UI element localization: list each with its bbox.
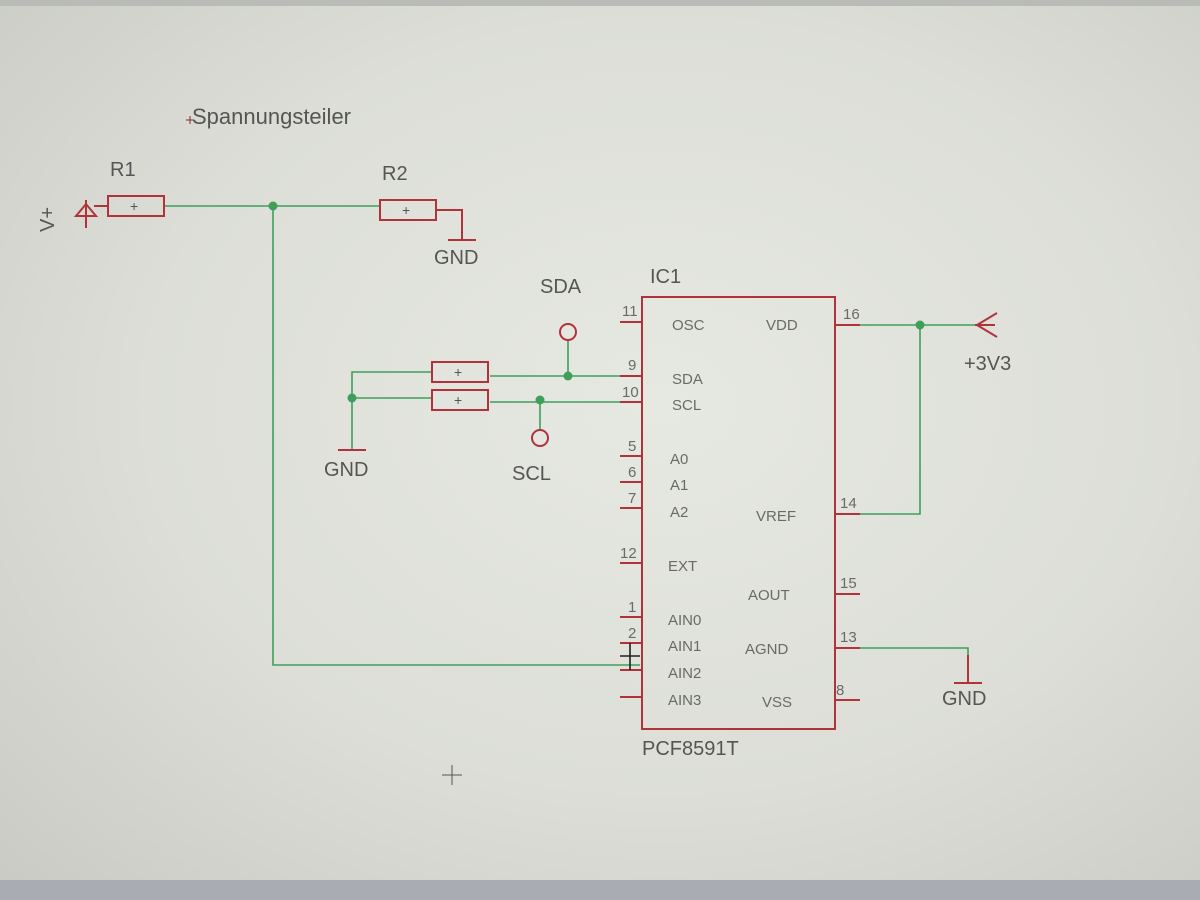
pin-num: 5 [628,438,636,455]
pin-num: 10 [622,384,639,401]
pin-name: SCL [672,397,701,414]
label-ic1: IC1 [650,266,681,288]
label-r2: R2 [382,163,408,185]
wire-vref [835,325,921,515]
resistor-pullup-sda-body [431,361,489,383]
pin-name: VDD [766,317,798,334]
label-vplus: V+ [37,207,59,232]
pullup-sda-marker: + [454,364,462,380]
label-gnd-r2: GND [434,247,478,269]
pin-num: 1 [628,599,636,616]
pin-num: 9 [628,357,636,374]
pin-name: AGND [745,641,789,658]
pullup-scl-marker: + [454,392,462,408]
label-gnd-pullup: GND [324,459,368,481]
junction-pullup-gnd [347,393,357,403]
sda-testpoint [559,323,577,341]
window-top-edge [0,0,1200,6]
resistor-pullup-scl-body [431,389,489,411]
wire-pullup-sda-gnd [351,371,432,450]
pin-num: 6 [628,464,636,481]
pin-name: A0 [670,451,688,468]
label-gnd-agnd: GND [942,688,986,710]
pin-num: 2 [628,625,636,642]
pin-num: 11 [622,303,638,320]
ic1-left-pins: 11 OSC 9 SDA 10 SCL 5 A0 6 A1 7 A2 12 EX… [620,303,705,709]
pin-name: AIN2 [668,665,701,682]
pin-name: EXT [668,558,697,575]
pin-num: 12 [620,545,637,562]
wire-to-ain2 [272,206,640,666]
r1-marker: + [130,198,138,214]
resistor-markers: + + + + [130,198,462,408]
pin-name: VREF [756,508,796,525]
pin-num: 13 [840,629,857,646]
wire-agnd [835,647,969,655]
wires [165,205,975,666]
pin-name: SDA [672,371,703,388]
pin-name: AIN1 [668,638,701,655]
diagram-title: Spannungsteiler [192,104,351,129]
pin-name: AIN0 [668,612,701,629]
label-v3v3: +3V3 [964,353,1011,375]
r2-marker: + [402,202,410,218]
pin-name: A1 [670,477,688,494]
junctions [268,201,925,405]
pin-num: 8 [836,682,844,699]
pin-name: AOUT [748,587,790,604]
pin-name: OSC [672,317,705,334]
junction-sda [563,371,573,381]
gnd-symbol-agnd [954,655,982,684]
pin-num: 16 [843,306,860,323]
pin-num: 15 [840,575,857,592]
pin-name: AIN3 [668,692,701,709]
crosshair-cursor [442,765,462,785]
pin-num: 7 [628,490,636,507]
window-bottom-edge [0,880,1200,900]
label-sda: SDA [540,276,582,298]
origin-cross [186,116,194,124]
label-r1: R1 [110,159,136,181]
junction-vdd [915,320,925,330]
parts [73,195,998,730]
pin-num: 14 [840,495,857,512]
pin-name: VSS [762,694,792,711]
label-scl: SCL [512,463,551,485]
ic1-right-pins: 16 VDD 14 VREF 15 AOUT 13 AGND 8 VSS [745,306,860,711]
junction-scl [535,395,545,405]
junction-divider [268,201,278,211]
pin-cursor [620,643,640,670]
label-ic-value: PCF8591T [642,738,739,760]
scl-testpoint [531,429,549,447]
v3v3-symbol [975,312,998,338]
pin-name: A2 [670,504,688,521]
